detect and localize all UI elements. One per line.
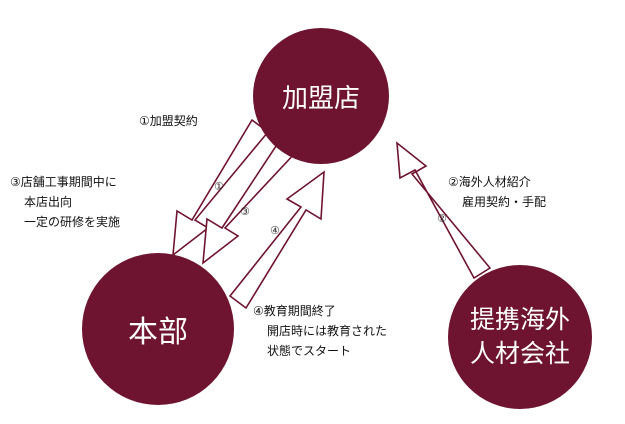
arrow-franchise-to-hq-training: ③ [202, 138, 298, 265]
arrow-shape [228, 170, 325, 310]
arrow-hq-to-franchise-start: ④ [228, 170, 325, 310]
annotation-line: ④教育期間終了 [253, 304, 336, 318]
node-franchise: 加盟店 [253, 28, 389, 164]
annotation-line: 一定の研修を実施 [24, 215, 121, 229]
arrow-shape [172, 118, 270, 257]
node-partner-label: 提携海外 人材会社 [469, 305, 570, 368]
annotation-step1: ①加盟契約 [139, 111, 198, 131]
arrow-label-2: ② [437, 212, 447, 225]
arrow-partner-to-franchise: ② [396, 141, 492, 280]
arrow-label-3: ③ [240, 205, 250, 218]
arrow-label-4: ④ [270, 224, 280, 237]
annotation-step4: ④教育期間終了 開店時には教育された 状態でスタート [253, 301, 387, 361]
annotation-line: ③店舗工事期間中に [10, 175, 117, 189]
node-franchise-label: 加盟店 [281, 83, 360, 114]
node-headquarters-label: 本部 [128, 315, 188, 350]
arrow-shape [202, 138, 298, 265]
node-partner-company: 提携海外 人材会社 [448, 265, 592, 409]
annotation-step3: ③店舗工事期間中に 本店出向 一定の研修を実施 [10, 172, 120, 232]
annotation-line: ①加盟契約 [139, 114, 198, 128]
arrow-franchise-to-hq-contract: ① [172, 118, 270, 257]
annotation-line: 雇用契約・手配 [462, 195, 547, 209]
annotation-line: 開店時には教育された [267, 324, 388, 338]
annotation-line: 本店出向 [24, 195, 73, 209]
arrow-shape [396, 141, 492, 280]
node-headquarters: 本部 [82, 253, 234, 405]
annotation-step2: ②海外人材紹介 雇用契約・手配 [448, 172, 546, 212]
annotation-line: 状態でスタート [267, 344, 352, 358]
annotation-line: ②海外人材紹介 [448, 175, 531, 189]
arrow-label-1: ① [214, 180, 224, 193]
